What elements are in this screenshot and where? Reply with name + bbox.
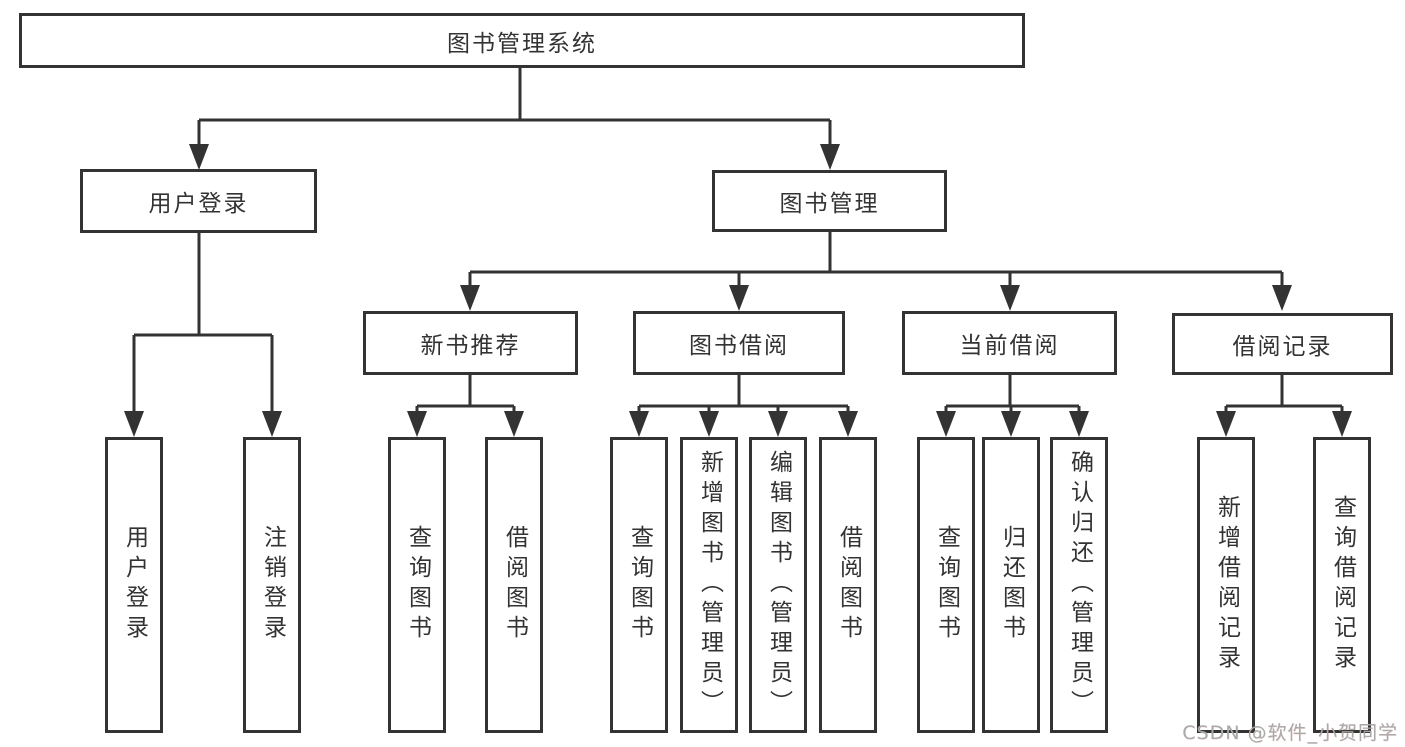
node-book-management: 图书管理	[712, 170, 947, 232]
leaf-label: 编辑图书（管理员）	[765, 450, 792, 720]
leaf-query-borrow-record: 查询借阅记录	[1313, 437, 1371, 733]
leaf-query-book-borrowing: 查询图书	[610, 437, 668, 733]
node-book-borrowing: 图书借阅	[633, 311, 845, 375]
leaf-label: 借阅图书	[835, 525, 862, 645]
leaf-query-book-recommend: 查询图书	[388, 437, 446, 733]
leaf-label: 确认归还（管理员）	[1066, 450, 1093, 720]
leaf-label: 用户登录	[121, 525, 148, 645]
leaf-borrow-book-recommend: 借阅图书	[485, 437, 543, 733]
arrowheads	[124, 144, 1352, 437]
leaf-label: 注销登录	[259, 525, 286, 645]
leaf-label: 查询借阅记录	[1329, 495, 1356, 675]
leaf-add-book-admin: 新增图书（管理员）	[680, 437, 738, 733]
leaf-label: 新增图书（管理员）	[696, 450, 723, 720]
leaf-logout: 注销登录	[243, 437, 301, 733]
leaf-return-book: 归还图书	[982, 437, 1040, 733]
node-library-management-system: 图书管理系统	[19, 13, 1025, 68]
leaf-user-login: 用户登录	[105, 437, 163, 733]
leaf-confirm-return-admin: 确认归还（管理员）	[1050, 437, 1108, 733]
leaf-label: 查询图书	[626, 525, 653, 645]
csdn-watermark: CSDN @软件_小贺同学	[1182, 722, 1398, 744]
leaf-label: 查询图书	[404, 525, 431, 645]
leaf-add-borrow-record: 新增借阅记录	[1197, 437, 1255, 733]
leaf-label: 借阅图书	[501, 525, 528, 645]
leaf-label: 查询图书	[933, 525, 960, 645]
node-user-login: 用户登录	[80, 169, 317, 233]
leaf-label: 归还图书	[998, 525, 1025, 645]
leaf-edit-book-admin: 编辑图书（管理员）	[749, 437, 807, 733]
leaf-query-book-current: 查询图书	[917, 437, 975, 733]
node-borrowing-records: 借阅记录	[1172, 313, 1393, 375]
node-current-borrowing: 当前借阅	[902, 311, 1117, 375]
leaf-borrow-book: 借阅图书	[819, 437, 877, 733]
leaf-label: 新增借阅记录	[1213, 495, 1240, 675]
node-new-book-recommend: 新书推荐	[363, 311, 578, 375]
